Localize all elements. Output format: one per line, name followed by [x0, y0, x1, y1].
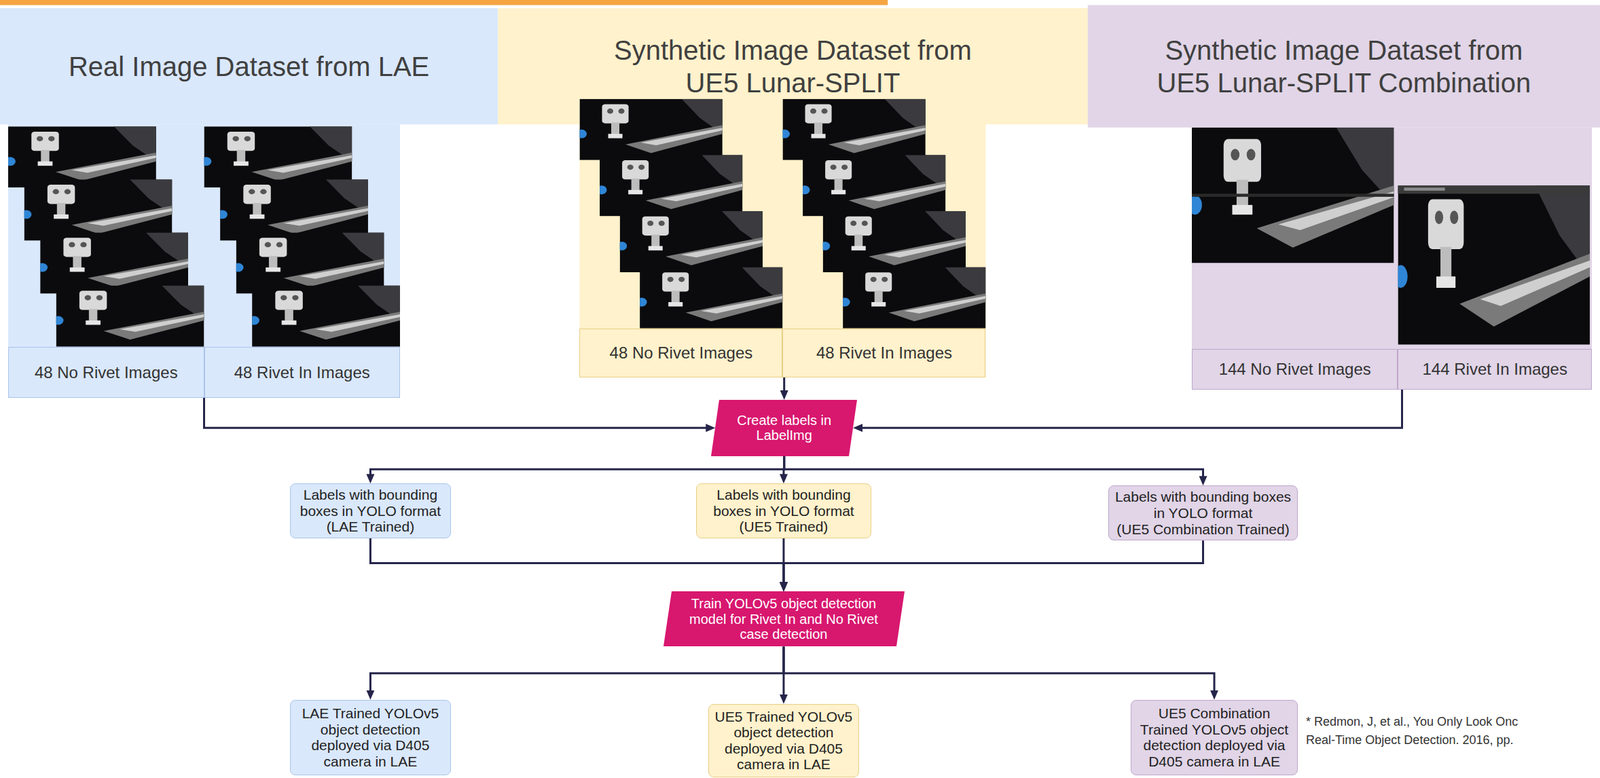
process-box: Labels with bounding boxes in YOLO forma… — [289, 483, 451, 539]
process-box: LAE Trained YOLOv5 object detection depl… — [289, 700, 451, 776]
connector — [370, 538, 784, 587]
footnote-block: * Redmon, J, et al., You Only Look OncRe… — [1305, 713, 1518, 750]
screen-divider — [1191, 193, 1395, 197]
count-label: 144 No Rivet Images — [1219, 359, 1372, 379]
count-box: 48 No Rivet Images — [579, 328, 783, 378]
box-label: LAE Trained YOLOv5 object detection depl… — [294, 705, 447, 770]
top-bar — [0, 0, 888, 6]
photo — [1187, 127, 1395, 264]
count-label: 48 Rivet In Images — [234, 363, 371, 383]
process-box: UE5 Combination Trained YOLOv5 object de… — [1130, 700, 1298, 776]
parallelogram-shape — [663, 591, 905, 647]
connector — [783, 377, 786, 395]
photo — [201, 126, 353, 188]
box-label: (UE5 Combination Trained) — [1116, 521, 1289, 538]
photo — [616, 211, 763, 273]
photo — [248, 285, 400, 348]
box-label: UE5 Trained YOLOv5 object detection depl… — [712, 708, 856, 773]
photo — [4, 126, 157, 188]
count-label: 48 No Rivet Images — [609, 343, 754, 363]
connector — [784, 456, 1204, 481]
photo-stack — [4, 126, 400, 347]
box-label: UE5 Combination Trained YOLOv5 object de… — [1134, 705, 1294, 770]
connector — [370, 456, 784, 479]
count-box: 48 Rivet In Images — [204, 347, 400, 398]
photo — [637, 267, 784, 329]
photo — [800, 154, 947, 216]
connector — [204, 397, 711, 428]
process-box: Labels with bounding boxes in YOLO forma… — [1108, 485, 1298, 541]
photo — [596, 154, 743, 216]
box-label: Labels with bounding boxes in YOLO forma… — [700, 486, 868, 519]
photo — [232, 232, 385, 294]
photo — [37, 232, 189, 294]
box-label: (LAE Trained) — [326, 518, 415, 536]
footnote-line: Real-Time Object Detection. 2016, pp. — [1305, 731, 1518, 750]
connector — [783, 540, 1204, 587]
count-box: 144 No Rivet Images — [1191, 349, 1399, 390]
count-label: 144 Rivet In Images — [1422, 359, 1568, 379]
box-label: Labels with bounding boxes in YOLO forma… — [1112, 488, 1294, 521]
photo — [21, 179, 173, 241]
screen-menu — [1404, 187, 1446, 191]
parallelogram-shape — [711, 400, 858, 457]
dataset-panel: Synthetic Image Dataset from UE5 Lunar-S… — [1087, 5, 1600, 390]
photo — [1393, 185, 1590, 345]
panel-heading: Synthetic Image Dataset from UE5 Lunar-S… — [1087, 5, 1600, 128]
count-label: 48 No Rivet Images — [34, 363, 178, 383]
photo — [819, 211, 966, 273]
photo — [576, 99, 723, 161]
process-box: UE5 Trained YOLOv5 object detection depl… — [708, 704, 860, 778]
process-parallelogram: Create labels in LabelImg — [711, 400, 858, 457]
photo — [840, 267, 987, 329]
count-box: 48 No Rivet Images — [8, 347, 204, 398]
footnote-line: * Redmon, J, et al., You Only Look Onc — [1305, 713, 1518, 732]
box-label: (UE5 Trained) — [739, 518, 829, 536]
process-label: Train YOLOv5 object detection model for … — [679, 596, 889, 642]
panel-heading: Real Image Dataset from LAE — [0, 8, 498, 125]
process-parallelogram: Train YOLOv5 object detection model for … — [663, 591, 905, 647]
photo-stack — [576, 99, 987, 329]
process-box: Labels with bounding boxes in YOLO forma… — [696, 483, 872, 539]
photo — [216, 179, 369, 241]
dataset-panel: Synthetic Image Dataset from UE5 Lunar-S… — [497, 8, 1088, 378]
screen-titlebar — [1397, 185, 1590, 194]
count-box: 144 Rivet In Images — [1397, 349, 1592, 390]
photo — [52, 285, 205, 348]
panel-heading: Synthetic Image Dataset from UE5 Lunar-S… — [497, 8, 1088, 125]
count-label: 48 Rivet In Images — [816, 343, 953, 363]
connector — [858, 389, 1402, 428]
connector — [370, 647, 784, 695]
panel-ground — [0, 8, 498, 125]
panel-ground — [1087, 5, 1600, 128]
process-label: Create labels in LabelImg — [727, 412, 841, 444]
screenshot-pair — [1187, 127, 1590, 345]
dataset-panel: Real Image Dataset from LAE 48 No Rivet I… — [0, 8, 498, 398]
photo — [779, 99, 926, 161]
connector — [783, 647, 1215, 695]
box-label: Labels with bounding boxes in YOLO forma… — [294, 486, 447, 519]
count-box: 48 Rivet In Images — [782, 328, 986, 378]
